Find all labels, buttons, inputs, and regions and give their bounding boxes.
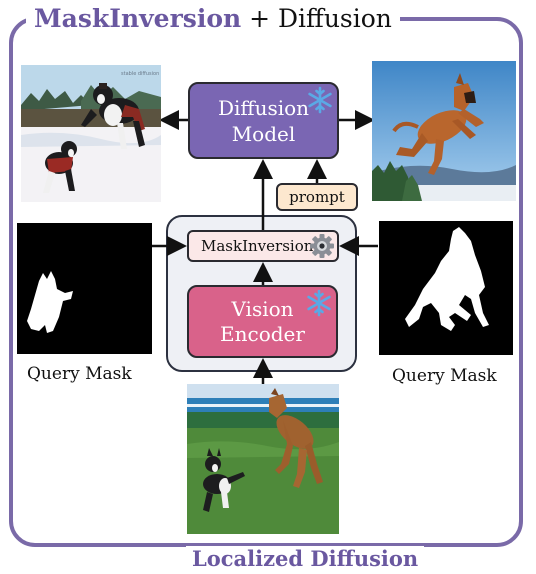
vision-label-line1: Vision <box>231 296 294 321</box>
query-mask-left-label: Query Mask <box>27 364 132 384</box>
snowflake-icon <box>308 86 332 114</box>
bottom-title: Localized Diffusion <box>186 546 425 574</box>
title-plus-diffusion: + Diffusion <box>241 3 392 33</box>
diagram-title: MaskInversion + Diffusion <box>26 2 400 34</box>
vision-encoder-block: Vision Encoder <box>187 285 338 358</box>
query-mask-right <box>379 221 513 355</box>
diffusion-model-block: Diffusion Model <box>188 82 339 159</box>
maskinversion-block: MaskInversion <box>187 230 339 262</box>
diffusion-label-line1: Diffusion <box>217 95 310 120</box>
snowflake-icon <box>307 289 331 317</box>
vision-label-line2: Encoder <box>220 321 305 346</box>
input-image <box>187 384 339 534</box>
maskinversion-label: MaskInversion <box>201 237 314 255</box>
query-mask-right-label: Query Mask <box>392 366 497 386</box>
title-maskinversion: MaskInversion <box>34 3 242 33</box>
generated-image-right <box>372 61 516 201</box>
query-mask-left <box>17 223 152 354</box>
diffusion-label-line2: Model <box>231 121 296 146</box>
gear-icon <box>310 234 334 258</box>
generated-image-left: stable diffusion <box>21 65 161 202</box>
generated-image-caption: stable diffusion <box>121 71 159 77</box>
prompt-block: prompt <box>276 183 358 211</box>
